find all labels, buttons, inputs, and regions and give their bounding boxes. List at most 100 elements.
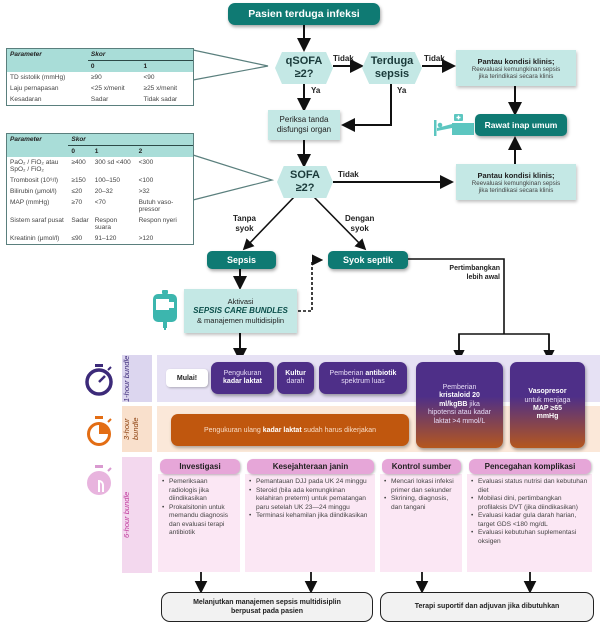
vasopressor-line3: MAP ≥65 — [532, 405, 562, 412]
activation-line3: & manajemen multidisiplin — [196, 316, 285, 325]
score-0: 0 — [68, 145, 92, 157]
continue-line1: Melanjutkan manajemen sepsis multidisipl… — [193, 598, 341, 606]
qsofa-table-pointer — [192, 49, 269, 81]
label-no-3: Tidak — [338, 170, 359, 179]
repeat-lactate-text1: Pengukuran ulang — [203, 426, 261, 434]
fetal-wellbeing-header: Kesejahteraan janin — [247, 459, 374, 474]
monitor-clinical-box-1: Pantau kondisi klinis; Reevaluasi kemung… — [456, 50, 576, 86]
antibiotic-administration: Pemberian antibiotik spektrum luas — [319, 362, 407, 394]
sepsis-node: Sepsis — [207, 251, 276, 269]
complication-prevention-column: Evaluasi status nutrisi dan kebutuhan di… — [467, 474, 592, 572]
sepsis-label: Sepsis — [226, 255, 257, 265]
6h-bundle-tab: 6-hour bundle — [122, 457, 152, 573]
lactate-line1: Pengukuran — [223, 369, 262, 377]
monitor-line2: jika terindikasi secara klinis — [478, 72, 554, 80]
col-header-score: Skor — [68, 134, 193, 146]
qsofa-decision: qSOFA ≥2? — [275, 52, 333, 84]
crystalloid-line3: ml/kgBB — [439, 400, 468, 408]
check-line2: disfungsi organ — [276, 125, 332, 134]
check-organ-dysfunction: Periksa tanda disfungsi organ — [268, 110, 340, 140]
sofa-label: SOFA — [290, 169, 320, 182]
source-control-column: Mencari lokasi infeksi primer dan sekund… — [380, 474, 462, 572]
start-button: Mulai! — [166, 369, 208, 387]
suspect-line1: Terduga — [370, 55, 414, 68]
list-item: Skrining, diagnosis, dan tangani — [384, 495, 458, 512]
start-button-label: Mulai! — [176, 374, 198, 382]
list-item: Pemeriksaan radiologis jika diindikasika… — [162, 478, 236, 504]
activation-title: SEPSIS CARE BUNDLES — [193, 306, 288, 315]
complication-prevention-header: Pencegahan komplikasi — [469, 459, 591, 474]
investigation-header: Investigasi — [160, 459, 240, 474]
monitor-title: Pantau kondisi klinis; — [477, 56, 555, 66]
3h-bundle-tab: 3-hour bundle — [122, 406, 152, 452]
monitor-clinical-box-2: Pantau kondisi klinis; Reevaluasi kemung… — [456, 164, 576, 200]
general-ward-node: Rawat inap umum — [475, 114, 567, 136]
label-no-2: Tidak — [424, 54, 445, 63]
complication-prevention-title: Pencegahan komplikasi — [484, 462, 576, 471]
blood-culture: Kultur darah — [277, 362, 314, 394]
repeat-lactate-text2: sudah harus dikerjakan — [303, 426, 377, 434]
score-0: 0 — [87, 60, 141, 72]
crystalloid-administration: Pemberian kristaloid 20 ml/kgBB jika hip… — [416, 362, 503, 448]
monitor-line1: Reevaluasi kemungkinan sepsis — [471, 65, 561, 73]
investigation-title: Investigasi — [179, 462, 221, 471]
crystalloid-line4: hipotensi atau kadar — [427, 409, 492, 417]
sofa-condition: ≥2? — [295, 182, 315, 194]
col-header-parameter: Parameter — [7, 134, 69, 146]
investigation-column: Pemeriksaan radiologis jika diindikasika… — [158, 474, 240, 572]
table-row: Laju pernapasan<25 x/menit≥25 x/menit — [10, 85, 178, 92]
vasopressor-line4: mmHg — [536, 413, 559, 421]
suspect-line2: sepsis — [374, 68, 410, 80]
qsofa-label: qSOFA — [285, 55, 323, 68]
lactate-measurement: Pengukuran kadar laktat — [211, 362, 274, 394]
sofa-table-pointer — [192, 154, 275, 201]
vasopressor-administration: Vasopresor untuk menjaga MAP ≥65 mmHg — [510, 362, 585, 448]
1h-bundle-label: 1-hour bundle — [122, 355, 131, 402]
source-control-title: Kontrol sumber — [391, 462, 452, 471]
list-item: Pemantauan DJJ pada UK 24 minggu — [249, 478, 371, 487]
6h-bundle-label: 6-hour bundle — [122, 491, 131, 539]
suspect-sepsis-decision: Terduga sepsis — [362, 52, 422, 84]
continue-management-box: Melanjutkan manajemen sepsis multidisipl… — [161, 592, 373, 622]
antibiotic-bold: antibiotik — [365, 369, 397, 377]
stopwatch-1h-icon — [84, 364, 114, 401]
3h-bundle-label: 3-hour bundle — [122, 417, 140, 441]
repeat-lactate-bold: kadar laktat — [262, 426, 302, 434]
score-1: 1 — [91, 145, 136, 157]
monitor-line1: Reevaluasi kemungkinan sepsis — [471, 179, 561, 187]
qsofa-condition: ≥2? — [294, 68, 314, 80]
ward-label: Rawat inap umum — [484, 120, 558, 130]
arrow-activation-shock-dashed — [298, 254, 324, 312]
sofa-decision: SOFA ≥2? — [277, 166, 333, 198]
repeat-lactate-measurement: Pengukuran ulang kadar laktat sudah haru… — [171, 414, 409, 446]
score-2: 2 — [135, 145, 193, 157]
start-node: Pasien terduga infeksi — [228, 3, 380, 25]
stopwatch-6h-icon — [84, 465, 114, 502]
antibiotic-line2: spektrum luas — [341, 378, 385, 385]
stopwatch-3h-icon — [84, 416, 114, 453]
hospital-bed-icon — [434, 114, 474, 136]
list-item: Evaluasi status nutrisi dan kebutuhan di… — [471, 478, 588, 495]
fetal-wellbeing-title: Kesejahteraan janin — [272, 462, 349, 471]
list-item: Steroid (bila ada kemungkinan kelahiran … — [249, 487, 371, 513]
list-item: Evaluasi kadar gula darah harian, target… — [471, 512, 588, 529]
supportive-therapy-box: Terapi suportif dan adjuvan jika dibutuh… — [380, 592, 594, 622]
col-header-parameter: Parameter — [7, 49, 88, 61]
score-1: 1 — [140, 60, 193, 72]
culture-line1: Kultur — [285, 369, 306, 377]
crystalloid-line3b: jika — [469, 400, 480, 408]
vasopressor-line2: untuk menjaga — [524, 396, 571, 404]
1h-bundle-tab: 1-hour bundle — [122, 355, 152, 402]
monitor-line2: jika terindikasi secara klinis — [478, 186, 554, 194]
label-yes-2: Ya — [397, 86, 407, 95]
monitor-title: Pantau kondisi klinis; — [477, 170, 555, 180]
continue-line2: berpusat pada pasien — [231, 608, 303, 615]
list-item: Prokalsitonin untuk memandu diagnosis da… — [162, 504, 236, 538]
crystalloid-line5: laktat >4 mmol/L — [433, 417, 486, 425]
list-item: Evaluasi kebutuhan suplementasi oksigen — [471, 529, 588, 546]
